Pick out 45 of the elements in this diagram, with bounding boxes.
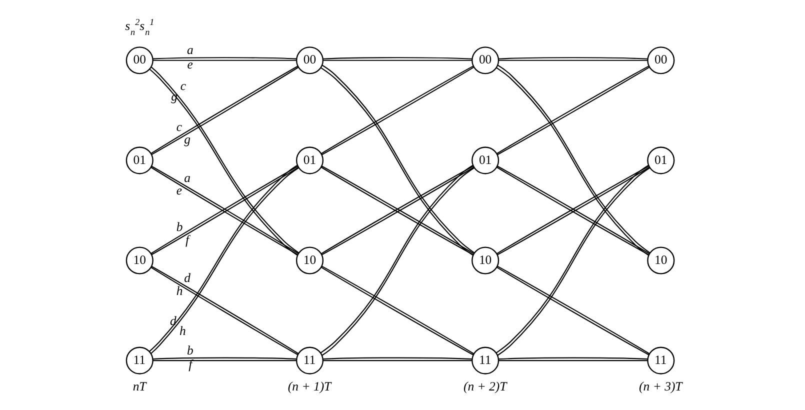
connector xyxy=(152,360,296,362)
connector xyxy=(152,60,296,61)
node-circle: 01 xyxy=(471,146,499,174)
connector xyxy=(322,357,472,360)
edge-label: b xyxy=(176,220,182,234)
label: (n + 1)T xyxy=(287,379,331,394)
connector xyxy=(498,360,648,362)
edge-label: c xyxy=(180,78,186,93)
node-circle: 10 xyxy=(471,246,499,274)
label: nT xyxy=(132,379,146,394)
edge-label: a xyxy=(186,43,193,58)
node-circle: 10 xyxy=(646,246,674,274)
connector xyxy=(322,60,472,61)
label: (n + 3)T xyxy=(638,379,682,394)
node-circle: 00 xyxy=(295,46,324,74)
node-circle: 11 xyxy=(125,346,153,374)
edge-label: e xyxy=(176,184,182,198)
node-circle: 11 xyxy=(646,346,674,374)
connector xyxy=(152,357,296,360)
node-circle: 10 xyxy=(295,246,324,274)
edge-label: h xyxy=(176,284,182,298)
node-circle: 00 xyxy=(646,46,674,74)
connector xyxy=(498,60,648,61)
node-circle: 10 xyxy=(125,246,153,274)
node-circle: 00 xyxy=(125,46,153,74)
connector xyxy=(152,57,296,60)
edge-label: d xyxy=(184,271,190,286)
edge-label: b xyxy=(186,343,193,358)
edge-label: c xyxy=(176,120,182,134)
node-circle: 11 xyxy=(295,346,324,374)
connector xyxy=(498,57,648,60)
node-circle: 11 xyxy=(471,346,499,374)
edge-label: a xyxy=(184,171,190,186)
node-circle: 01 xyxy=(646,146,674,174)
connector xyxy=(322,57,472,60)
node-circle: 00 xyxy=(471,46,499,74)
edge-label: h xyxy=(178,324,186,338)
edge-label: g xyxy=(184,132,190,147)
edge-label: f xyxy=(184,232,189,247)
connector xyxy=(498,357,648,360)
edge-label: e xyxy=(186,57,192,72)
connector xyxy=(322,360,472,362)
node-circle: 01 xyxy=(125,146,153,174)
node-circle: 01 xyxy=(295,146,324,174)
label: (n + 2)T xyxy=(462,379,506,394)
